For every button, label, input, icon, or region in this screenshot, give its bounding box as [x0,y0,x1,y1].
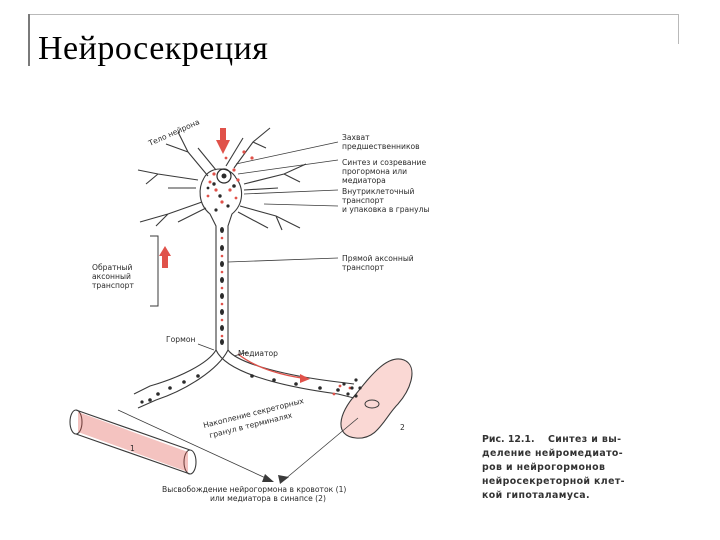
soma-red-granules [206,150,254,204]
neuron-diagram: Тело нейрона Захват предшественников Син… [69,118,625,503]
caption-line3: ров и нейрогормонов [482,462,605,473]
caption-line4: нейросекреторной клет- [482,476,625,487]
blood-vessel [69,409,197,475]
neuron-soma [137,127,307,242]
axon-dark-granules [140,227,350,404]
label-number-1: 1 [130,444,135,453]
neuron-nucleus [216,168,232,184]
label-intra-line2: транспорт [342,196,384,205]
label-intra-line3: и упаковка в гранулы [342,205,429,214]
label-retro-line1: Обратный [92,263,133,272]
slide-frame-top-line [28,14,678,15]
label-intra-line1: Внутриклеточный [342,187,414,196]
label-capture-line2: предшественников [342,142,420,151]
label-number-2: 2 [400,423,405,432]
axon [133,242,355,409]
figure-caption: Рис. 12.1. Синтез и вы- деление нейромед… [482,434,625,501]
blood-vessel-fill [78,412,188,472]
soma-dark-granules [206,182,236,212]
axon-red-granules [220,236,352,396]
label-release-line2: или медиатора в синапсе (2) [210,494,326,503]
synapse-granules [350,378,362,398]
caption-line5: кой гипоталамуса. [482,490,590,501]
retrograde-bracket [150,235,159,307]
label-antero-line2: транспорт [342,263,384,272]
retrograde-arrow [159,246,171,268]
label-synth-line1: Синтез и созревание [342,158,426,167]
slide-frame-left-line [28,14,30,66]
anterograde-arrows [237,353,310,383]
label-synth-line2: прогормона или [342,167,407,176]
caption-line2: деление нейромедиато- [482,448,623,459]
label-antero-line1: Прямой аксонный [342,254,414,263]
capture-arrow [216,128,230,154]
label-retro-line2: аксонный [92,272,131,281]
label-capture-line1: Захват [342,133,370,142]
caption-line1-b: Синтез и вы- [548,434,621,445]
label-hormone: Гормон [166,335,195,344]
leader-lines [117,141,359,481]
label-mediator: Медиатор [238,349,278,358]
label-release-line1: Высвобождение нейрогормона в кровоток (1… [162,485,346,494]
caption-line1-a: Рис. 12.1. [482,434,535,445]
label-synth-line3: медиатора [342,176,386,185]
release-arrowheads [262,474,289,484]
label-retro-line3: транспорт [92,281,134,290]
slide-frame-right-line [678,14,679,44]
label-soma: Тело нейрона [146,118,201,148]
neurosecretion-figure: Тело нейрона Захват предшественников Син… [38,118,681,520]
slide-title: Нейросекреция [38,30,269,67]
